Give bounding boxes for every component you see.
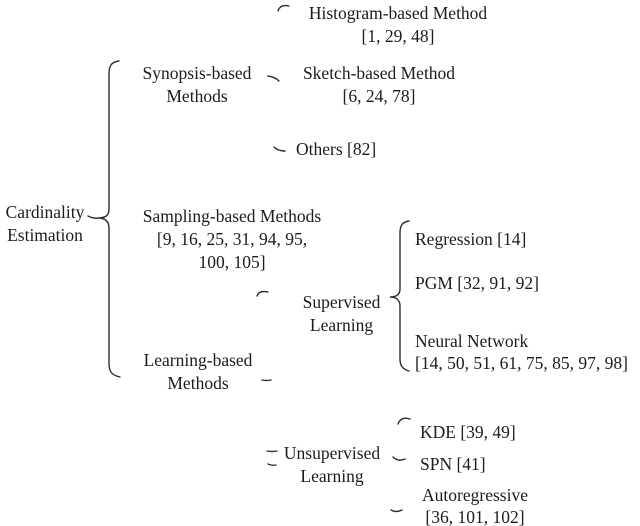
- node-sketch-based-method: Sketch-based Method [6, 24, 78]: [294, 62, 464, 108]
- node-label-line: 100, 105]: [198, 252, 266, 272]
- supervised-brace: [389, 220, 410, 372]
- node-label-line: [1, 29, 48]: [361, 26, 435, 46]
- node-label-line: Estimation: [7, 225, 83, 245]
- node-label-line: Methods: [166, 86, 228, 106]
- node-label-line: PGM [32, 91, 92]: [415, 273, 539, 293]
- tick-unsupervised-in-b: [267, 463, 277, 467]
- node-label-line: [36, 101, 102]: [425, 507, 525, 526]
- tick-histogram: [277, 4, 290, 12]
- node-label-line: Learning-based: [143, 350, 253, 370]
- node-regression: Regression [14]: [415, 228, 526, 251]
- tick-learning-out: [261, 379, 272, 382]
- node-label-line: Cardinality: [5, 202, 85, 222]
- node-cardinality-estimation: Cardinality Estimation: [0, 201, 90, 247]
- tick-others: [273, 146, 286, 152]
- node-supervised-learning: Supervised Learning: [292, 291, 391, 337]
- node-synopsis-based-methods: Synopsis-based Methods: [133, 62, 261, 108]
- root-connector-dash: [87, 215, 99, 219]
- tick-unsupervised-out: [392, 456, 406, 461]
- node-label-line: KDE [39, 49]: [420, 422, 516, 442]
- node-label-line: Sampling-based Methods: [142, 206, 322, 226]
- node-label-line: Histogram-based Method: [308, 3, 488, 23]
- tick-sketch: [267, 75, 280, 82]
- tick-supervised-in: [256, 290, 269, 297]
- node-learning-based-methods: Learning-based Methods: [135, 349, 261, 395]
- node-unsupervised-learning: Unsupervised Learning: [276, 442, 388, 488]
- node-label-line: Learning: [300, 466, 364, 486]
- node-label-line: Methods: [167, 373, 229, 393]
- node-label-line: Supervised: [302, 292, 381, 312]
- node-sampling-based-methods: Sampling-based Methods [9, 16, 25, 31, 9…: [134, 205, 330, 274]
- node-label-line: Others [82]: [296, 139, 377, 159]
- node-autoregressive: Autoregressive [36, 101, 102]: [416, 484, 534, 526]
- node-label-line: [14, 50, 51, 61, 75, 85, 97, 98]: [415, 353, 628, 373]
- node-neural-network: Neural Network [14, 50, 51, 61, 75, 85, …: [415, 330, 628, 374]
- node-label-line: Unsupervised: [283, 443, 381, 463]
- node-label-line: Synopsis-based: [142, 63, 252, 83]
- node-label-line: Sketch-based Method: [302, 63, 456, 83]
- node-label-line: [6, 24, 78]: [342, 86, 416, 106]
- node-histogram-based-method: Histogram-based Method [1, 29, 48]: [298, 2, 498, 48]
- tick-autoregressive: [390, 509, 403, 513]
- node-label-line: Learning: [309, 315, 374, 335]
- node-label-line: Autoregressive: [422, 485, 528, 505]
- node-pgm: PGM [32, 91, 92]: [415, 272, 539, 295]
- node-label-line: [9, 16, 25, 31, 94, 95,: [156, 229, 308, 249]
- node-label-line: Neural Network: [415, 331, 529, 351]
- node-others: Others [82]: [296, 138, 376, 161]
- node-kde: KDE [39, 49]: [420, 421, 516, 444]
- node-label-line: Regression [14]: [415, 229, 527, 249]
- tick-unsupervised-in-a: [266, 450, 278, 453]
- tick-kde: [397, 417, 411, 425]
- node-spn: SPN [41]: [420, 453, 486, 476]
- left-brace: [97, 60, 121, 378]
- node-label-line: SPN [41]: [420, 454, 486, 474]
